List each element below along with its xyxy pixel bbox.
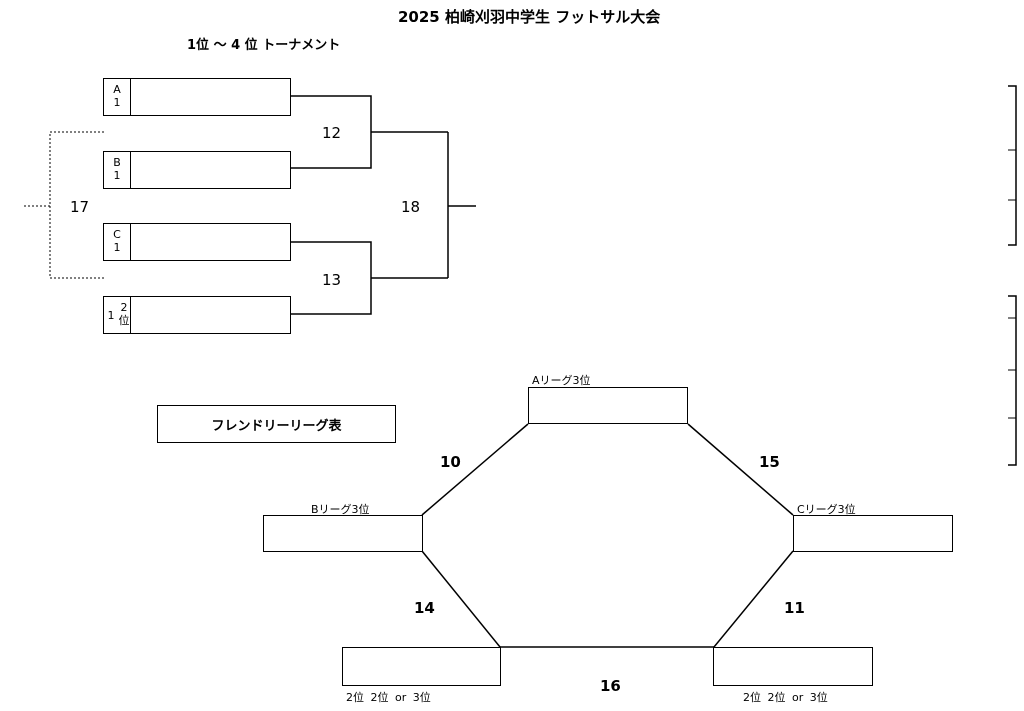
slot-label-bottom-left: 2位 2位 or 3位 — [346, 691, 431, 704]
seed-rank: 1 — [113, 169, 121, 182]
slot-box-right — [793, 515, 953, 552]
tournament-heading: 1位 ～ 4 位 トーナメント — [187, 38, 341, 53]
friendly-line-14 — [421, 550, 501, 648]
match-number-15: 15 — [759, 453, 780, 471]
match-number-17: 17 — [70, 198, 90, 216]
slot-label-left: Bリーグ3位 — [311, 503, 370, 516]
seed-group: B — [113, 156, 121, 169]
seed-alt-rank: 2 — [120, 301, 128, 314]
slot-label-bottom-right: 2位 2位 or 3位 — [743, 691, 828, 704]
friendly-line-11 — [713, 550, 794, 648]
seed-box-wildcard: 1 2 位 — [103, 296, 291, 334]
match-number-18: 18 — [401, 198, 421, 216]
seed-alt-unit: 位 — [118, 314, 130, 327]
match-number-11: 11 — [784, 599, 805, 617]
match-number-10: 10 — [440, 453, 461, 471]
slot-label-top: Aリーグ3位 — [532, 374, 591, 387]
seed-group: A — [113, 83, 121, 96]
match-number-12: 12 — [322, 124, 342, 142]
match-number-13: 13 — [322, 271, 342, 289]
seed-box-c1: C 1 — [103, 223, 291, 261]
edge-bracket-bottom — [1008, 295, 1017, 466]
edge-bracket-top — [1008, 85, 1017, 246]
slot-box-bottom-left — [342, 647, 501, 686]
seed-rank: 1 — [107, 309, 115, 322]
slot-label-right: Cリーグ3位 — [797, 503, 856, 516]
slot-box-left — [263, 515, 423, 552]
slot-box-top — [528, 387, 688, 424]
friendly-line-15 — [687, 423, 794, 516]
seed-box-a1: A 1 — [103, 78, 291, 116]
slot-box-bottom-right — [713, 647, 873, 686]
seed-group: C — [113, 228, 121, 241]
match-number-14: 14 — [414, 599, 435, 617]
friendly-league-label-box: フレンドリーリーグ表 — [157, 405, 396, 443]
match-number-16: 16 — [600, 677, 621, 695]
friendly-league-label: フレンドリーリーグ表 — [211, 418, 342, 434]
seed-rank: 1 — [113, 96, 121, 109]
page-title: 2025 柏崎刈羽中学生 フットサル大会 — [398, 8, 661, 26]
seed-box-b1: B 1 — [103, 151, 291, 189]
seed-rank: 1 — [113, 241, 121, 254]
friendly-line-10 — [421, 423, 529, 516]
